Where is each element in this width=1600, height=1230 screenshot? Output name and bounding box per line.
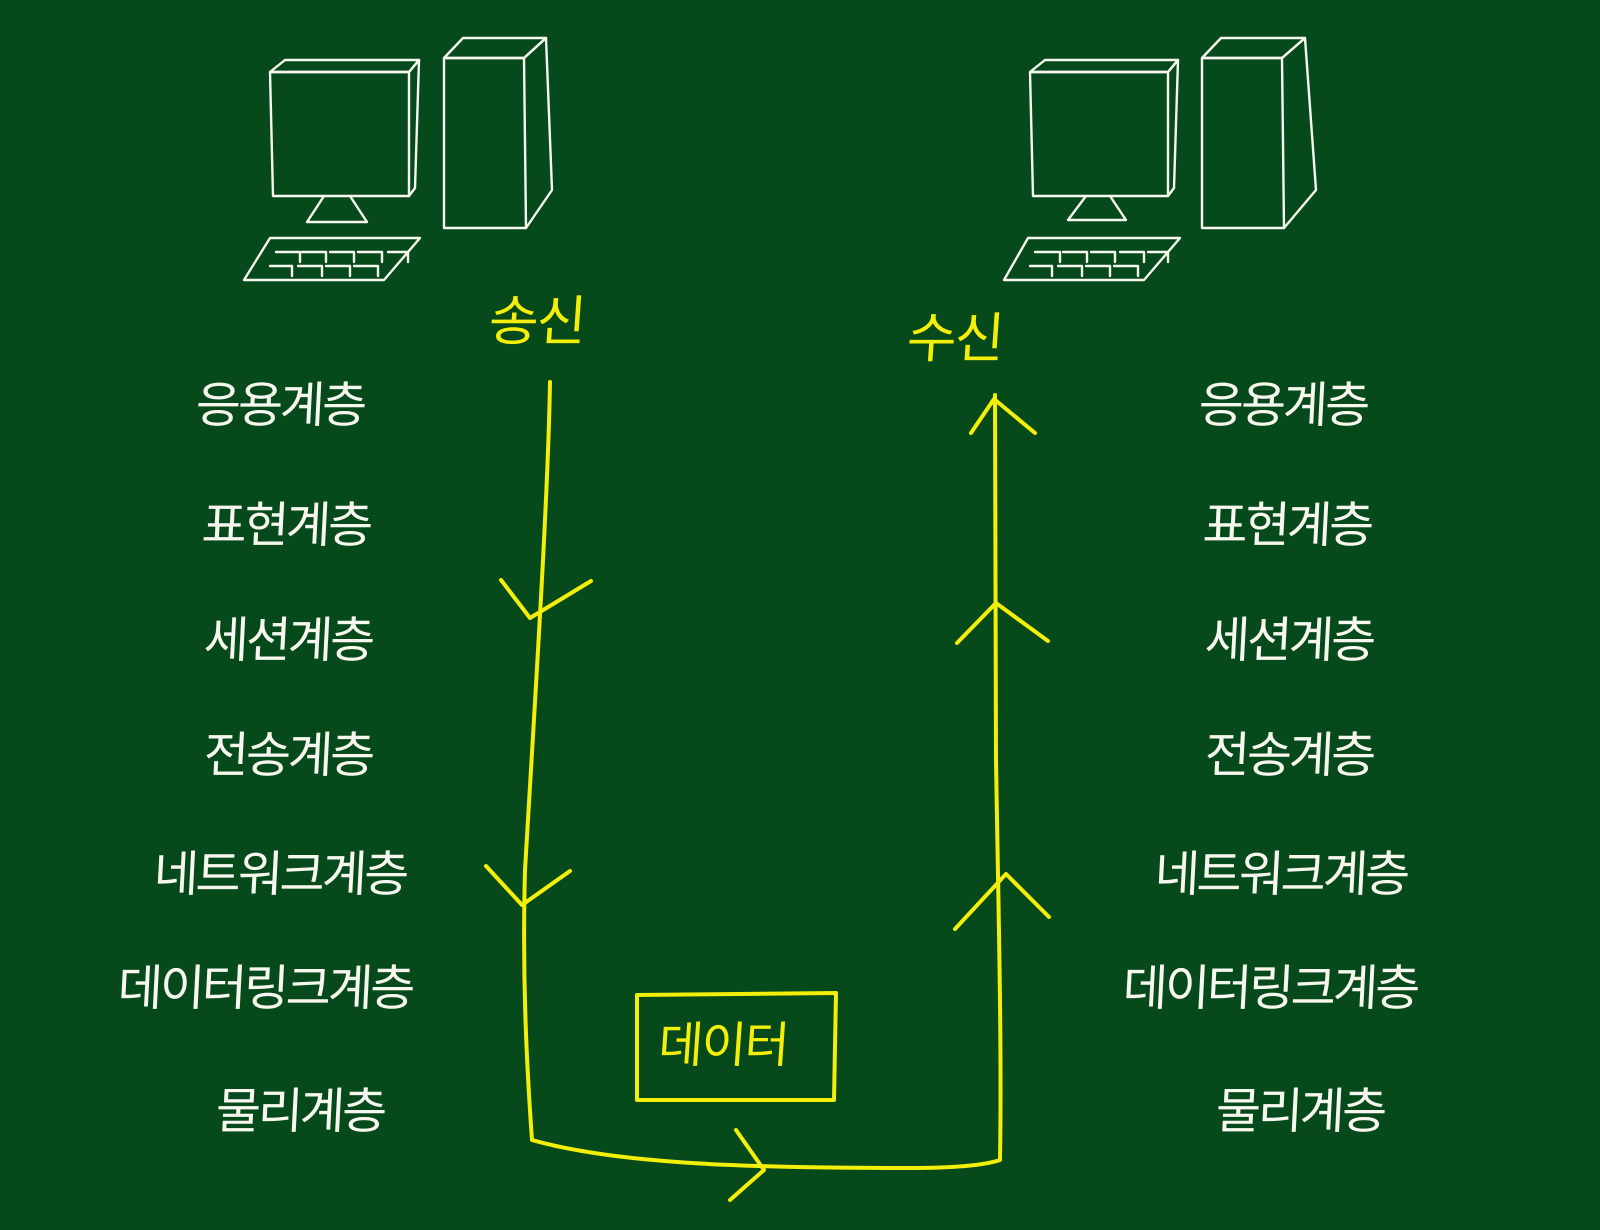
left-computer-icon — [242, 36, 554, 282]
right-layer-transport: 전송계층 — [1203, 727, 1375, 784]
sender-down-arrow-2 — [484, 864, 572, 907]
left-layer-physical: 물리계층 — [214, 1083, 386, 1140]
data-packet-box — [635, 991, 838, 1102]
receiver-up-arrow-2 — [955, 601, 1050, 645]
receiver-title: 수신 — [904, 307, 1005, 370]
receiver-up-arrow-3 — [953, 872, 1051, 931]
data-flow-lines — [484, 380, 1051, 1202]
left-layer-network: 네트워크계층 — [152, 846, 408, 903]
left-layer-data-link: 데이터링크계층 — [116, 960, 414, 1017]
sender-downward-line — [522, 380, 1003, 1170]
receiver-up-arrow-1 — [969, 397, 1037, 435]
left-layer-application: 응용계층 — [194, 377, 366, 434]
right-layer-presentation: 표현계층 — [1201, 497, 1373, 554]
right-layer-data-link: 데이터링크계층 — [1121, 960, 1419, 1017]
left-layer-presentation: 표현계층 — [200, 497, 372, 554]
right-layer-session: 세션계층 — [1203, 612, 1375, 669]
right-layer-application: 응용계층 — [1197, 377, 1369, 434]
left-layer-transport: 전송계층 — [202, 727, 374, 784]
sender-title: 송신 — [486, 290, 587, 353]
sender-down-arrow-1 — [499, 578, 593, 620]
bottom-right-arrow — [728, 1128, 766, 1202]
right-layer-physical: 물리계층 — [1214, 1083, 1386, 1140]
right-layer-network: 네트워크계층 — [1153, 846, 1409, 903]
left-layer-session: 세션계층 — [202, 612, 374, 669]
right-computer-icon — [1002, 36, 1318, 282]
data-packet-label: 데이터 — [656, 1017, 790, 1074]
